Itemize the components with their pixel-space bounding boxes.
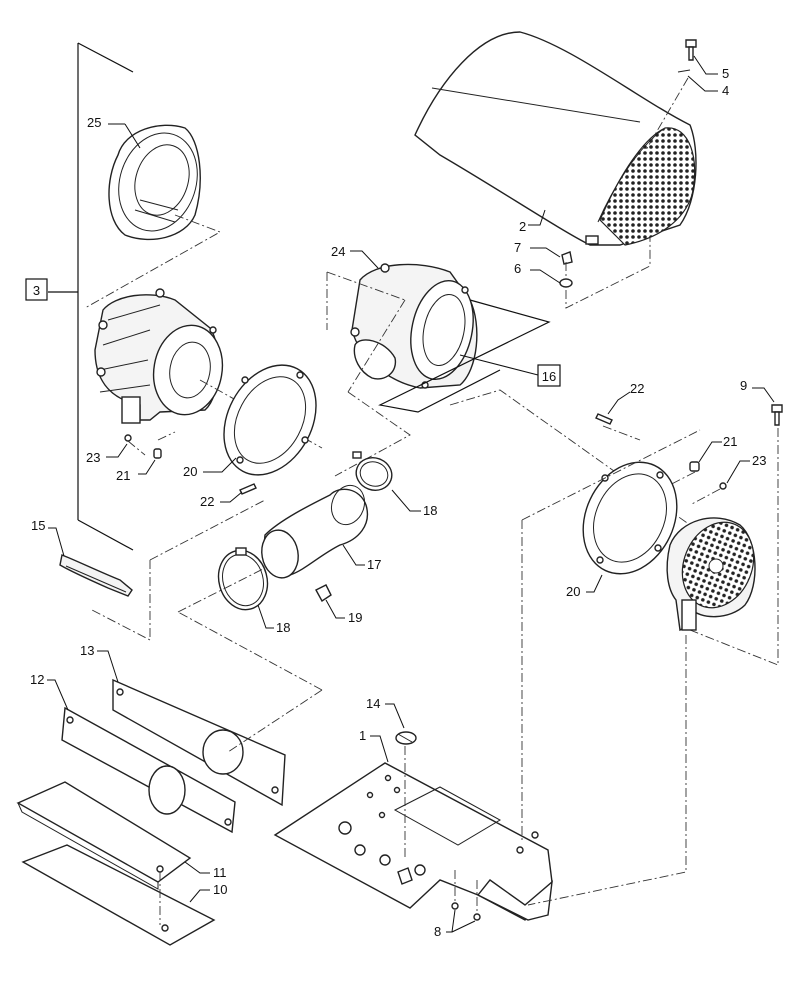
- callout-3-box: 3: [25, 278, 48, 301]
- callout-10: 10: [213, 882, 227, 897]
- callout-9: 9: [740, 378, 747, 393]
- end-cover-with-screen: [666, 517, 756, 632]
- callout-12: 12: [30, 672, 44, 687]
- part-2-intake-hood: [414, 31, 697, 246]
- bolt-9: [771, 404, 783, 426]
- washer-6: [559, 278, 573, 288]
- part-19-clip: [315, 584, 332, 603]
- callout-7: 7: [514, 240, 521, 255]
- screw-22-right: [595, 413, 613, 425]
- assembly-3-bracket: [48, 42, 134, 551]
- part-17-elbow-hose: [261, 484, 369, 579]
- callout-21-right: 21: [723, 434, 737, 449]
- part-15-seal-strip: [59, 554, 133, 597]
- part-18-clamp-upper: [352, 451, 393, 491]
- callout-20-left: 20: [183, 464, 197, 479]
- callout-13: 13: [80, 643, 94, 658]
- part-1-mounting-plate: [273, 762, 553, 921]
- bolt-7: [561, 251, 573, 265]
- part-18-clamp-lower: [217, 547, 269, 611]
- callout-5: 5: [722, 66, 729, 81]
- fastener-23-left: [124, 434, 132, 442]
- part-14-clip: [395, 731, 417, 745]
- fastener-21-left: [153, 448, 162, 459]
- fastener-23-right: [719, 482, 727, 490]
- callout-17: 17: [367, 557, 381, 572]
- callout-11: 11: [213, 865, 227, 880]
- part-25-precleaner-cap: [108, 124, 201, 241]
- callout-19: 19: [348, 610, 362, 625]
- part-10-base-plate: [21, 844, 216, 946]
- part-14-clip-installed: [397, 867, 413, 885]
- air-cleaner-housing: [94, 288, 224, 424]
- callout-18-lower: 18: [276, 620, 290, 635]
- callout-23-right: 23: [752, 453, 766, 468]
- callout-3: 3: [33, 283, 40, 298]
- callout-8: 8: [434, 924, 441, 939]
- callout-23-left: 23: [86, 450, 100, 465]
- callout-2: 2: [519, 219, 526, 234]
- callout-18-upper: 18: [423, 503, 437, 518]
- washer-4: [677, 69, 691, 73]
- part-11-channel: [16, 781, 192, 890]
- fastener-21-right: [689, 461, 700, 472]
- callout-22-right: 22: [630, 381, 644, 396]
- callout-24: 24: [331, 244, 345, 259]
- callout-22-left: 22: [200, 494, 214, 509]
- bolt-5: [685, 39, 697, 61]
- callout-20-right: 20: [566, 584, 580, 599]
- callout-16: 16: [542, 369, 556, 384]
- callout-4: 4: [722, 83, 729, 98]
- screw-22-left: [239, 483, 257, 495]
- callout-16-box: 16: [537, 364, 561, 387]
- callout-21-left: 21: [116, 468, 130, 483]
- part-24-central-housing: [350, 263, 478, 389]
- callout-1: 1: [359, 728, 366, 743]
- frame-16: [378, 299, 551, 413]
- callout-6: 6: [514, 261, 521, 276]
- part-13-plate: [112, 678, 286, 807]
- callout-14: 14: [366, 696, 380, 711]
- callout-15: 15: [31, 518, 45, 533]
- screws-8: [451, 902, 481, 921]
- part-12-plate: [61, 706, 236, 834]
- part-20-gasket-right: [582, 461, 678, 575]
- callout-25: 25: [87, 115, 101, 130]
- part-20-gasket-left: [223, 364, 317, 476]
